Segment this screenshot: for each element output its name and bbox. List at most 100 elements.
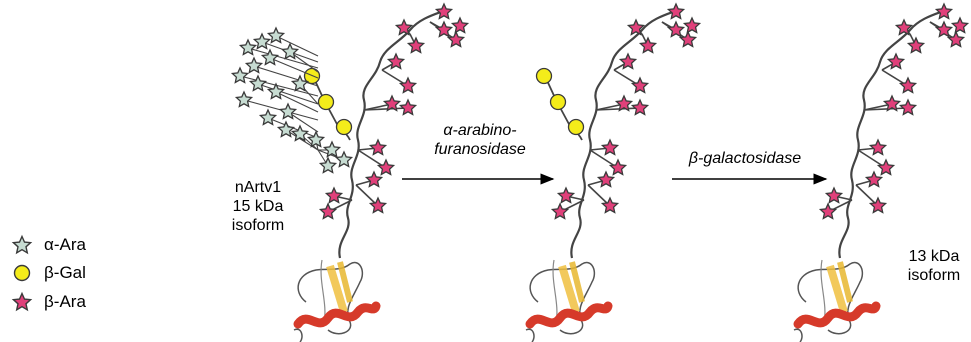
- final-isoform-label: 13 kDa isoform: [898, 247, 970, 285]
- legend-item-alpha-ara: α-Ara: [10, 233, 86, 257]
- beta-ara-star: [898, 98, 918, 116]
- beta-ara-star: [614, 94, 634, 112]
- alpha-ara-star: [290, 124, 310, 142]
- beta-ara-star: [382, 94, 402, 112]
- legend-label-alpha-ara: α-Ara: [44, 235, 86, 254]
- legend-label-beta-ara: β-Ara: [44, 292, 86, 311]
- beta-gal-circle: [549, 93, 567, 111]
- beta-ara-star: [876, 158, 896, 176]
- beta-ara-star: [556, 186, 576, 204]
- beta-ara-star: [824, 186, 844, 204]
- beta-ara-star: [398, 76, 418, 94]
- final-isoform-mass: 13 kDa: [908, 248, 960, 265]
- alpha-ara-star: [258, 108, 278, 126]
- enzyme-two-label: β-galactosidase: [670, 149, 820, 168]
- alpha-branch: [253, 65, 319, 87]
- glycan-backbone: [838, 8, 947, 259]
- first-isoform-word: isoform: [231, 217, 285, 234]
- alpha-branch: [257, 83, 319, 105]
- enzyme-one-label: α-arabino- furanosidase: [415, 121, 545, 159]
- beta-ara-star: [364, 170, 384, 188]
- alpha-branch: [247, 47, 319, 69]
- legend-item-beta-ara: β-Ara: [10, 290, 86, 314]
- beta-ara-star: [934, 2, 954, 20]
- alpha-ara-star: [322, 140, 342, 158]
- glycan-backbone: [570, 8, 679, 259]
- beta-ara-star: [898, 76, 918, 94]
- alpha-branch: [239, 75, 319, 97]
- beta-ara-star: [386, 52, 406, 70]
- alpha-ara-star: [234, 90, 254, 108]
- beta-ara-star: [864, 170, 884, 188]
- alpha-ara-star: [276, 120, 296, 138]
- beta-ara-star: [868, 138, 888, 156]
- first-isoform-label: nArtv1 15 kDa isoform: [218, 178, 298, 235]
- alpha-branch: [275, 91, 319, 113]
- beta-gal-circle: [317, 93, 335, 111]
- protein-domain: [794, 260, 876, 342]
- alpha-ara-star: [334, 150, 354, 168]
- alpha-ara-star: [252, 32, 272, 50]
- first-isoform-name: nArtv1: [234, 179, 282, 196]
- alpha-ara-star: [266, 82, 286, 100]
- beta-ara-star: [394, 18, 414, 36]
- beta-gal-circle: [535, 67, 553, 85]
- beta-ara-star: [638, 36, 658, 54]
- beta-ara-star: [630, 76, 650, 94]
- beta-ara-star-icon: [11, 291, 33, 312]
- protein-domain: [294, 260, 376, 342]
- alpha-branch: [287, 111, 319, 133]
- alpha-ara-star: [290, 74, 310, 92]
- beta-ara-star: [398, 98, 418, 116]
- beta-ara-star: [434, 2, 454, 20]
- beta-gal-circle: [567, 118, 585, 136]
- beta-ara-star: [906, 36, 926, 54]
- beta-ara-star: [682, 16, 702, 34]
- legend-item-beta-gal: β-Gal: [10, 261, 86, 285]
- beta-ara-star: [376, 158, 396, 176]
- beta-ara-star: [630, 98, 650, 116]
- beta-ara-star: [666, 2, 686, 20]
- alpha-ara-star: [280, 42, 300, 60]
- beta-ara-star: [618, 52, 638, 70]
- alpha-branch: [275, 35, 319, 57]
- glycan-branch: [595, 107, 641, 111]
- beta-ara-star: [946, 30, 966, 48]
- beta-ara-star: [596, 170, 616, 188]
- alpha-branch: [285, 129, 319, 151]
- alpha-ara-star: [260, 48, 280, 66]
- beta-ara-star: [678, 30, 698, 48]
- alpha-ara-star: [230, 66, 250, 84]
- beta-ara-star: [324, 186, 344, 204]
- final-isoform-word: isoform: [907, 267, 961, 284]
- alpha-ara-star: [318, 156, 338, 174]
- beta-ara-star: [626, 18, 646, 36]
- beta-ara-star: [368, 138, 388, 156]
- alpha-branch: [269, 57, 319, 79]
- alpha-ara-star-icon: [11, 234, 33, 255]
- beta-ara-star: [406, 36, 426, 54]
- beta-ara-star: [608, 158, 628, 176]
- beta-ara-star: [368, 196, 388, 214]
- beta-ara-star: [550, 202, 570, 220]
- beta-gal-circle: [335, 118, 353, 136]
- first-isoform-mass: 15 kDa: [232, 198, 284, 215]
- alpha-ara-star: [266, 26, 286, 44]
- beta-ara-star: [886, 52, 906, 70]
- beta-ara-star: [818, 202, 838, 220]
- protein-domain: [526, 260, 608, 342]
- beta-ara-star: [868, 196, 888, 214]
- beta-ara-star: [950, 16, 970, 34]
- glycan-branch: [363, 107, 409, 111]
- beta-ara-star: [600, 138, 620, 156]
- enzyme-one-line1: α-arabino-: [443, 122, 517, 139]
- beta-ara-star: [450, 16, 470, 34]
- enzyme-two-text: β-galactosidase: [688, 150, 802, 167]
- beta-ara-star: [934, 20, 954, 38]
- beta-ara-star: [894, 18, 914, 36]
- enzyme-one-line2: furanosidase: [434, 141, 526, 158]
- alpha-ara-star: [248, 74, 268, 92]
- beta-gal-circle-icon: [13, 264, 31, 282]
- alpha-ara-star: [306, 130, 326, 148]
